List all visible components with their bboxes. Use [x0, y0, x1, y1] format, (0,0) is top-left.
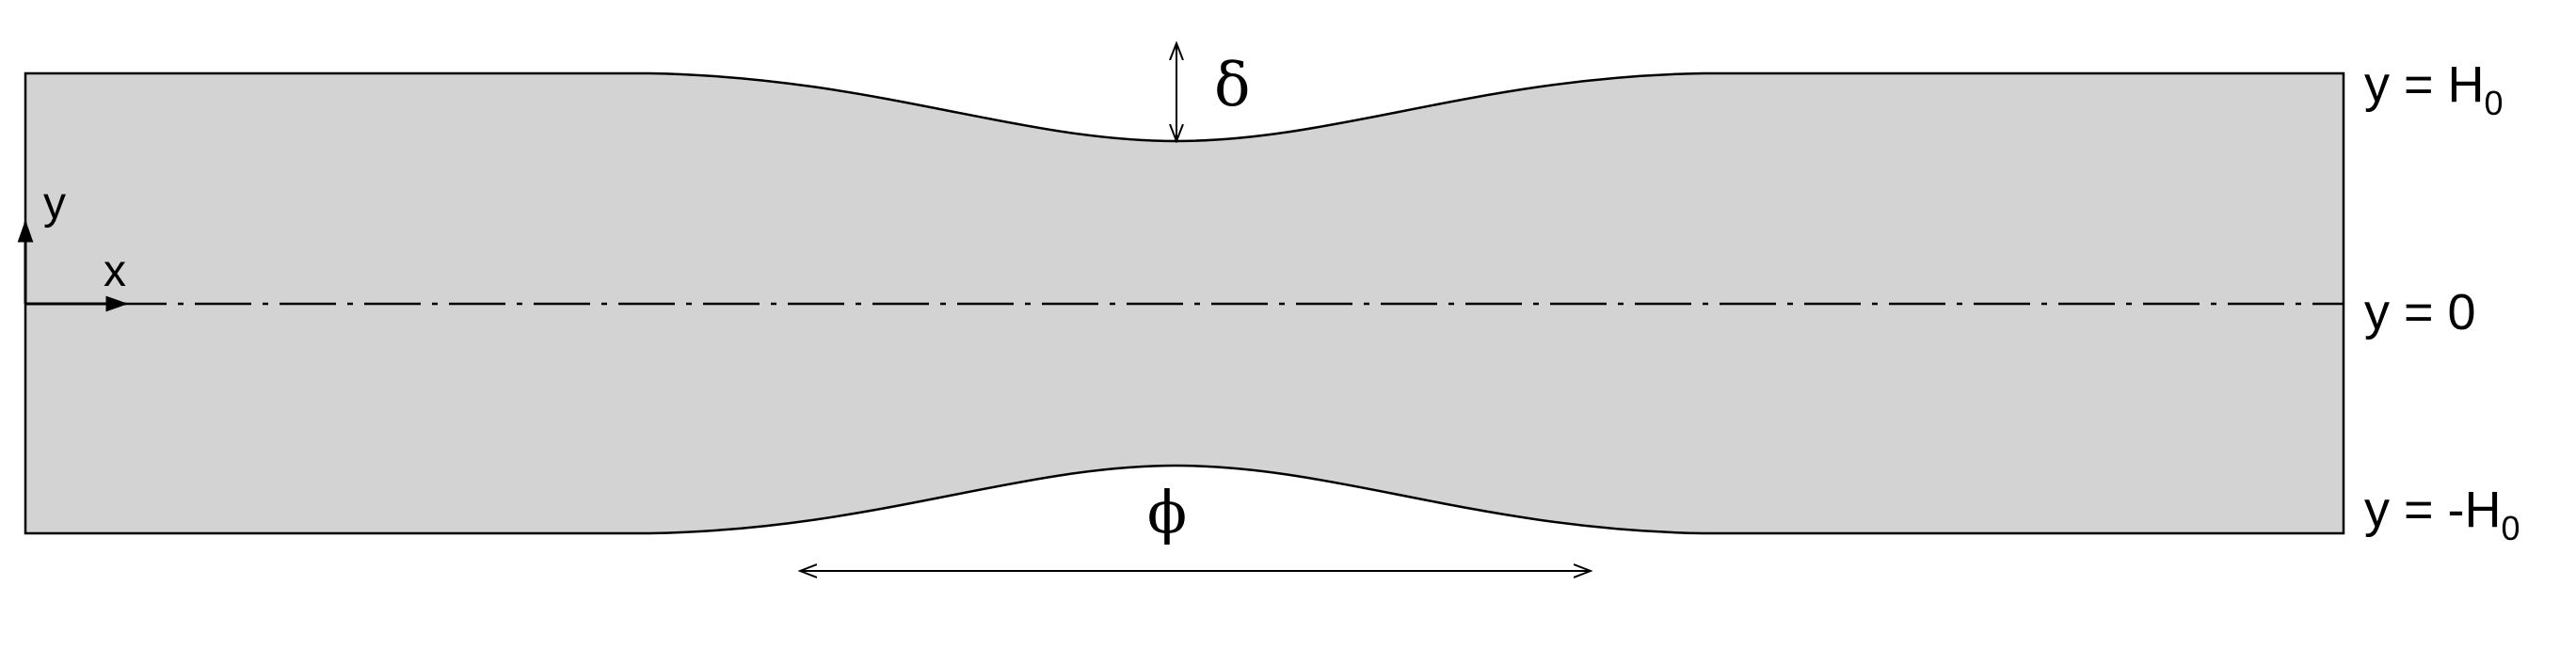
- axis-y-label: y: [43, 179, 66, 229]
- delta-label: δ: [1214, 51, 1251, 120]
- top-boundary-label: y = H0: [2364, 56, 2504, 122]
- axis-x-label: x: [104, 246, 126, 296]
- phi-label: ϕ: [1147, 478, 1187, 546]
- centerline-label: y = 0: [2364, 284, 2476, 340]
- bottom-boundary-label: y = -H0: [2364, 482, 2520, 547]
- channel-region: [24, 71, 2345, 535]
